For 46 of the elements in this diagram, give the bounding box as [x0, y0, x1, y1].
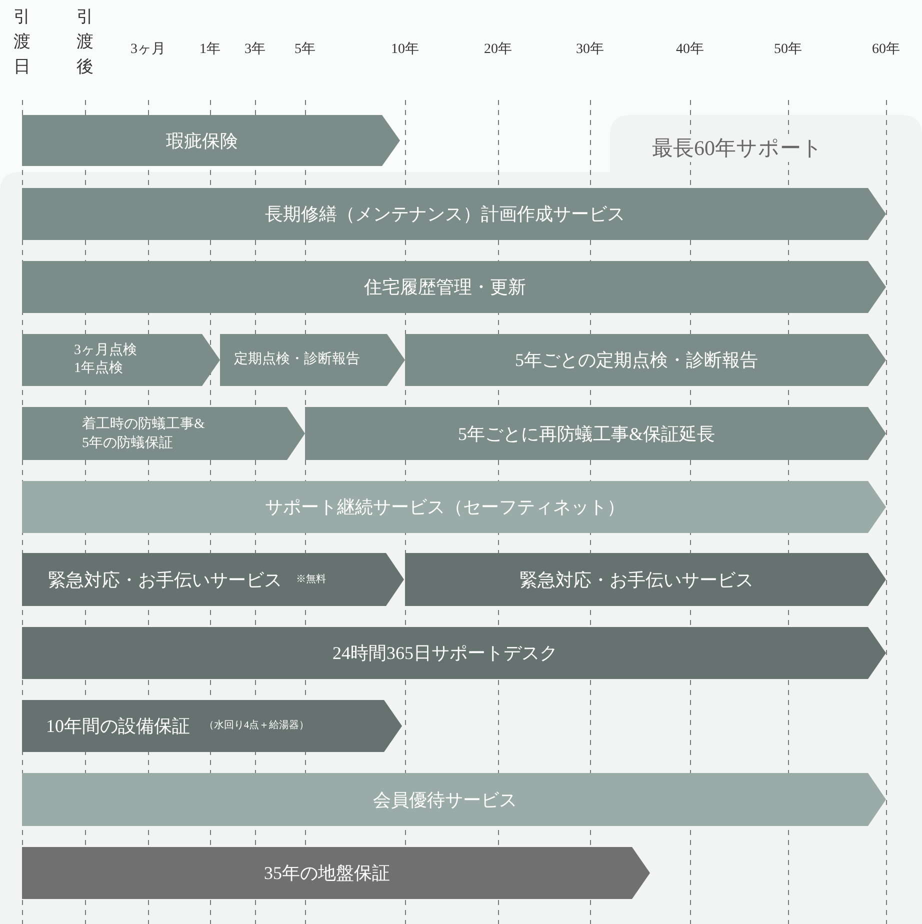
chevron-bar [22, 773, 886, 826]
chevron-bar [22, 481, 886, 533]
bar-note: （水回り4点＋給湯器） [204, 718, 309, 733]
bar-label: 着工時の防蟻工事& 5年の防蟻保証 [82, 415, 206, 452]
bar-label: 1年点検 [74, 360, 123, 378]
timeline-label: 3年 [244, 40, 266, 58]
bar-label: 住宅履歴管理・更新 [364, 277, 526, 297]
chevron-bar [22, 188, 886, 240]
timeline-label: 10年 [390, 40, 420, 58]
chevron-bar [405, 553, 886, 606]
timeline-label: 20年 [483, 40, 513, 58]
timeline-label: 3ヶ月 [130, 41, 166, 58]
bar-label: 定期点検・診断報告 [234, 350, 360, 369]
bar-label: 35年の地盤保証 [264, 863, 390, 883]
timeline-label: 引渡日 [13, 6, 31, 78]
chevron-bar [22, 407, 305, 460]
timeline-label: 引渡後 [76, 6, 94, 78]
timeline-label: 50年 [773, 40, 803, 58]
bar-label: 5年ごとの定期点検・診断報告 [515, 350, 758, 370]
bar-label: 会員優待サービス [373, 790, 517, 810]
bar-label: 10年間の設備保証 [46, 716, 190, 736]
bar-label: 5年ごとに再防蟻工事&保証延長 [458, 424, 715, 444]
chevron-bar [405, 334, 886, 386]
bar-label: 24時間365日サポートデスク [332, 643, 558, 663]
support-panel [0, 115, 922, 924]
chevron-bar [22, 261, 886, 313]
timeline-label: 1年 [198, 40, 222, 58]
timeline-label: 30年 [575, 40, 605, 58]
chevron-bar [22, 627, 886, 679]
timeline-label: 40年 [675, 40, 705, 58]
bar-label: 長期修繕（メンテナンス）計画作成サービス [265, 204, 625, 224]
bar-note: ※無料 [296, 572, 326, 586]
chevron-bar [22, 553, 404, 606]
bar-label: サポート継続サービス（セーフティネット） [265, 497, 625, 517]
bar-label: 瑕疵保険 [166, 130, 238, 150]
chevron-bar [22, 334, 220, 386]
chevron-bar [22, 847, 650, 899]
timeline-label: 5年 [294, 40, 316, 58]
bar-label: 緊急対応・お手伝いサービス [520, 570, 754, 590]
chevron-bar [22, 115, 400, 166]
timeline-label: 60年 [871, 40, 901, 58]
chevron-bar [220, 334, 405, 386]
bar-label: 緊急対応・お手伝いサービス [48, 570, 282, 590]
chevron-bar [305, 407, 886, 460]
chevron-bar [22, 700, 402, 752]
bar-label: 3ヶ月点検 [74, 342, 137, 360]
